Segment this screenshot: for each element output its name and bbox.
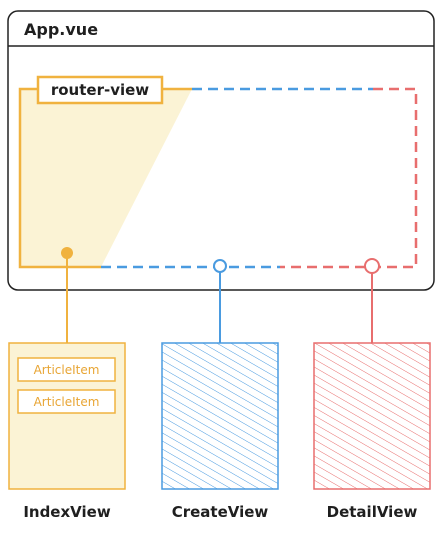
create-connector-dot (213, 259, 227, 273)
detail-view-card (313, 342, 431, 490)
detail-route-outline (280, 87, 418, 269)
index-view-card: ArticleItem ArticleItem (8, 342, 126, 490)
article-item-1-label: ArticleItem (34, 363, 100, 377)
create-view-card (161, 342, 279, 490)
detail-connector-dot (364, 258, 380, 274)
article-item-2: ArticleItem (17, 389, 116, 414)
index-route-highlight (20, 89, 192, 267)
detail-view-label: DetailView (327, 503, 418, 521)
create-view-label: CreateView (172, 503, 269, 521)
article-item-1: ArticleItem (17, 357, 116, 382)
router-view-label: router-view (36, 75, 164, 105)
index-view-label: IndexView (23, 503, 111, 521)
router-view-text: router-view (51, 81, 149, 99)
app-title: App.vue (24, 20, 98, 39)
index-connector-dot (61, 247, 73, 259)
article-item-2-label: ArticleItem (34, 395, 100, 409)
